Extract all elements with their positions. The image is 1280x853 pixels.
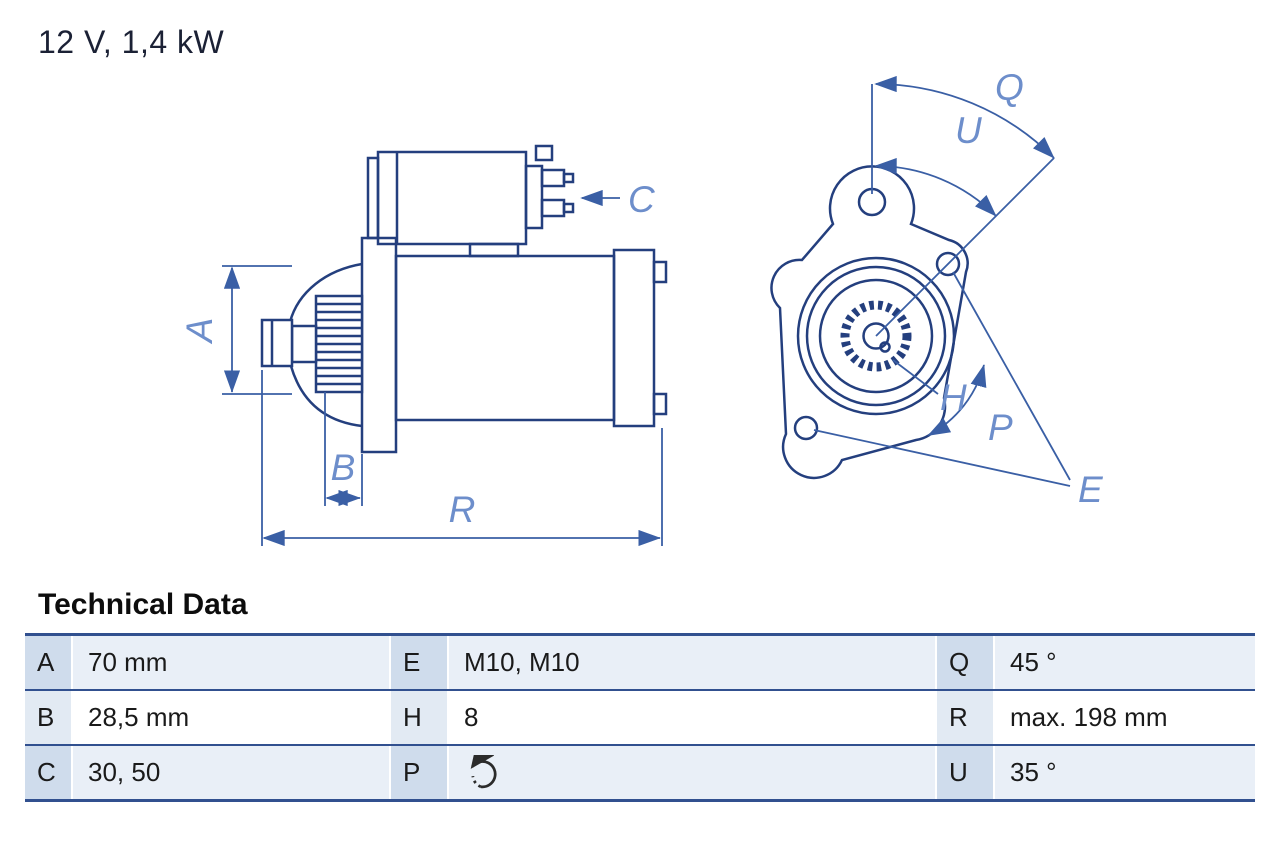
spec-key-r: R [937,691,993,744]
shaft-hub [862,322,890,350]
spec-key-h: H [391,691,447,744]
bolt-hole-bottom [793,415,819,441]
spec-key-u: U [937,746,993,799]
section-title: Technical Data [38,588,248,621]
spec-key-a: A [25,636,71,689]
table-row: B 28,5 mm H 8 R max. 198 mm [25,691,1255,746]
spec-key-q: Q [937,636,993,689]
flange-bore-lip [805,265,947,407]
ref-diagonal-45 [875,157,1055,337]
spec-value-b: 28,5 mm [73,691,389,744]
spec-value-a: 70 mm [73,636,389,689]
dim-label-q: Q [995,67,1024,108]
mounting-flange-side [360,236,398,454]
spec-key-b: B [25,691,71,744]
side-view [260,144,668,454]
spec-key-p: P [391,746,447,799]
drawing-title: 12 V, 1,4 kW [38,24,225,60]
dim-label-a: A [179,318,220,345]
spec-key-e: E [391,636,447,689]
spec-key-c: C [25,746,71,799]
dim-label-e: E [1078,469,1104,510]
pinion-gear [314,294,364,394]
flange-bore-outer [796,256,956,416]
table-row: C 30, 50 P U 35 ° [25,746,1255,802]
rotation-ccw-icon [470,754,497,788]
spec-value-c: 30, 50 [73,746,389,799]
spec-value-q: 45 ° [995,636,1255,689]
dim-q-arc [874,75,1055,159]
dim-label-c: C [628,179,655,220]
spec-value-p [449,746,935,799]
dimension-lines [222,75,1071,547]
front-view [770,165,969,480]
drive-end-housing [288,262,363,428]
dim-label-b: B [331,447,356,488]
hub-notch [879,341,891,353]
dim-e-leader-top [952,271,1071,481]
motor-body [394,242,668,428]
dim-label-p: P [988,407,1013,448]
bearing-race [818,278,934,394]
spec-value-h: 8 [449,691,935,744]
bolt-hole-top [935,251,961,277]
solenoid [366,144,575,246]
spec-value-u: 35 ° [995,746,1255,799]
dim-e-leader-bottom [813,429,1071,487]
dim-u-arc [874,157,997,217]
dim-p-arc [927,364,987,436]
dim-label-r: R [449,489,476,530]
dim-label-u: U [955,110,982,151]
spec-value-r: max. 198 mm [995,691,1255,744]
technical-drawing: A B C R Q U H P E [179,67,1104,547]
gear-teeth-ring [840,300,912,372]
technical-data-table: A 70 mm E M10, M10 Q 45 ° B 28,5 mm H 8 … [25,633,1255,802]
dimension-labels: A B C R Q U H P E [179,67,1104,530]
table-row: A 70 mm E M10, M10 Q 45 ° [25,636,1255,691]
drive-shaft [260,318,318,368]
dim-label-h: H [940,377,967,418]
spec-value-e: M10, M10 [449,636,935,689]
flange-plate [770,165,969,480]
